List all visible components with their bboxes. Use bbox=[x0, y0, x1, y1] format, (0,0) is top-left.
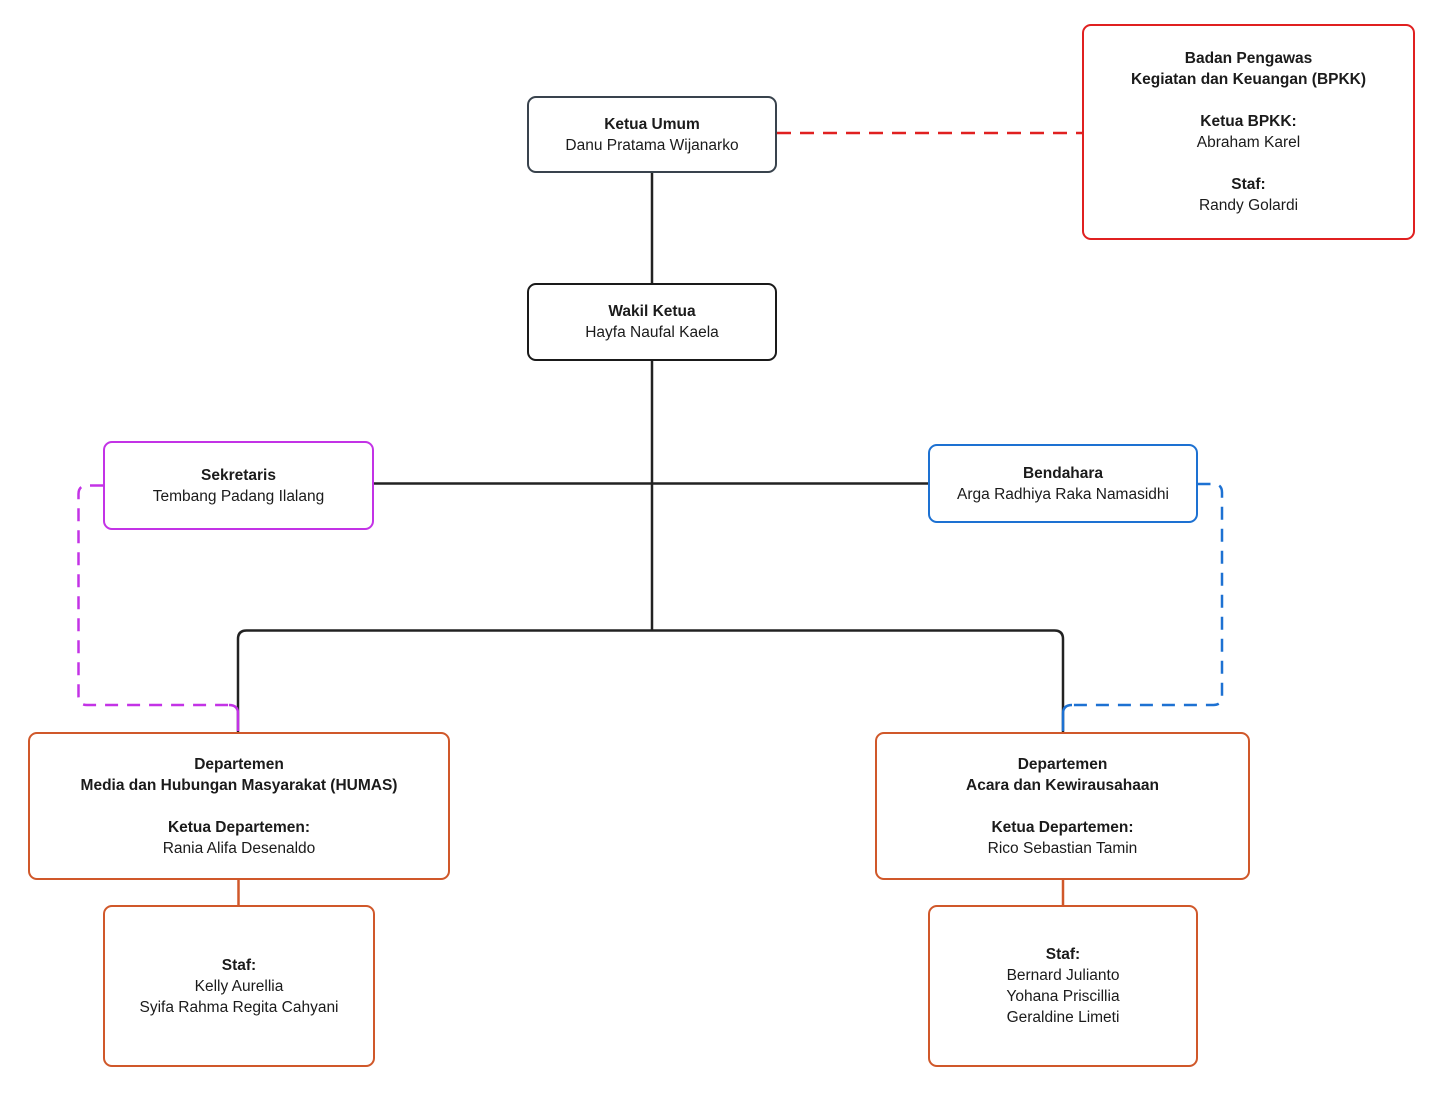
staff-member: Bernard Julianto bbox=[1006, 967, 1120, 984]
staff-label: Staf: bbox=[1231, 176, 1266, 193]
node-sekretaris: Sekretaris Tembang Padang Ilalang bbox=[103, 441, 374, 530]
role-name: Rico Sebastian Tamin bbox=[987, 839, 1138, 857]
node-person-name: Hayfa Naufal Kaela bbox=[585, 324, 719, 341]
node-bendahara: Bendahara Arga Radhiya Raka Namasidhi bbox=[928, 444, 1198, 523]
edge-sekretaris-humas-dashed bbox=[77, 484, 229, 707]
edge-bendahara-acara-tail bbox=[1061, 703, 1073, 731]
node-title: Wakil Ketua bbox=[608, 303, 696, 320]
node-dept-humas: Departemen Media dan Hubungan Masyarakat… bbox=[28, 732, 450, 880]
edge-trunk-departments bbox=[236, 629, 1065, 732]
staff-label: Staf: bbox=[221, 956, 257, 974]
node-title: Sekretaris bbox=[201, 466, 276, 484]
staff-member: Kelly Aurellia bbox=[194, 977, 284, 995]
staff-member: Geraldine Limeti bbox=[1006, 1009, 1120, 1026]
edge-bendahara-acara-dashed bbox=[1072, 482, 1224, 707]
role-name: Abraham Karel bbox=[1196, 134, 1301, 151]
node-dept-acara: Departemen Acara dan Kewirausahaan Ketua… bbox=[875, 732, 1250, 880]
edge-sekretaris-humas-tail bbox=[228, 703, 240, 731]
node-title: Ketua Umum bbox=[604, 115, 700, 133]
node-staf-acara: Staf: Bernard Julianto Yohana Priscillia… bbox=[928, 905, 1198, 1067]
staff-label: Staf: bbox=[1045, 946, 1081, 963]
node-title-line1: Badan Pengawas bbox=[1184, 50, 1313, 67]
node-person-name: Tembang Padang Ilalang bbox=[152, 487, 325, 505]
node-title-line2: Acara dan Kewirausahaan bbox=[966, 776, 1159, 794]
node-person-name: Danu Pratama Wijanarko bbox=[565, 136, 739, 154]
role-name: Rania Alifa Desenaldo bbox=[162, 839, 316, 857]
node-staf-humas: Staf: Kelly Aurellia Syifa Rahma Regita … bbox=[103, 905, 375, 1067]
node-title-line1: Departemen bbox=[1017, 755, 1108, 773]
node-bpkk: Badan Pengawas Kegiatan dan Keuangan (BP… bbox=[1082, 24, 1415, 240]
role-label: Ketua BPKK: bbox=[1200, 113, 1297, 130]
node-wakil-ketua: Wakil Ketua Hayfa Naufal Kaela bbox=[527, 283, 777, 361]
staff-member: Syifa Rahma Regita Cahyani bbox=[139, 998, 339, 1016]
node-title: Bendahara bbox=[1022, 464, 1104, 482]
node-title-line1: Departemen bbox=[194, 755, 284, 773]
node-title-line2: Kegiatan dan Keuangan (BPKK) bbox=[1130, 71, 1367, 88]
node-person-name: Arga Radhiya Raka Namasidhi bbox=[957, 485, 1169, 503]
role-label: Ketua Departemen: bbox=[991, 818, 1134, 836]
staff-member: Yohana Priscillia bbox=[1006, 988, 1120, 1005]
node-title-line2: Media dan Hubungan Masyarakat (HUMAS) bbox=[80, 776, 398, 794]
staff-member: Randy Golardi bbox=[1198, 197, 1299, 214]
role-label: Ketua Departemen: bbox=[167, 818, 311, 836]
node-ketua-umum: Ketua Umum Danu Pratama Wijanarko bbox=[527, 96, 777, 173]
